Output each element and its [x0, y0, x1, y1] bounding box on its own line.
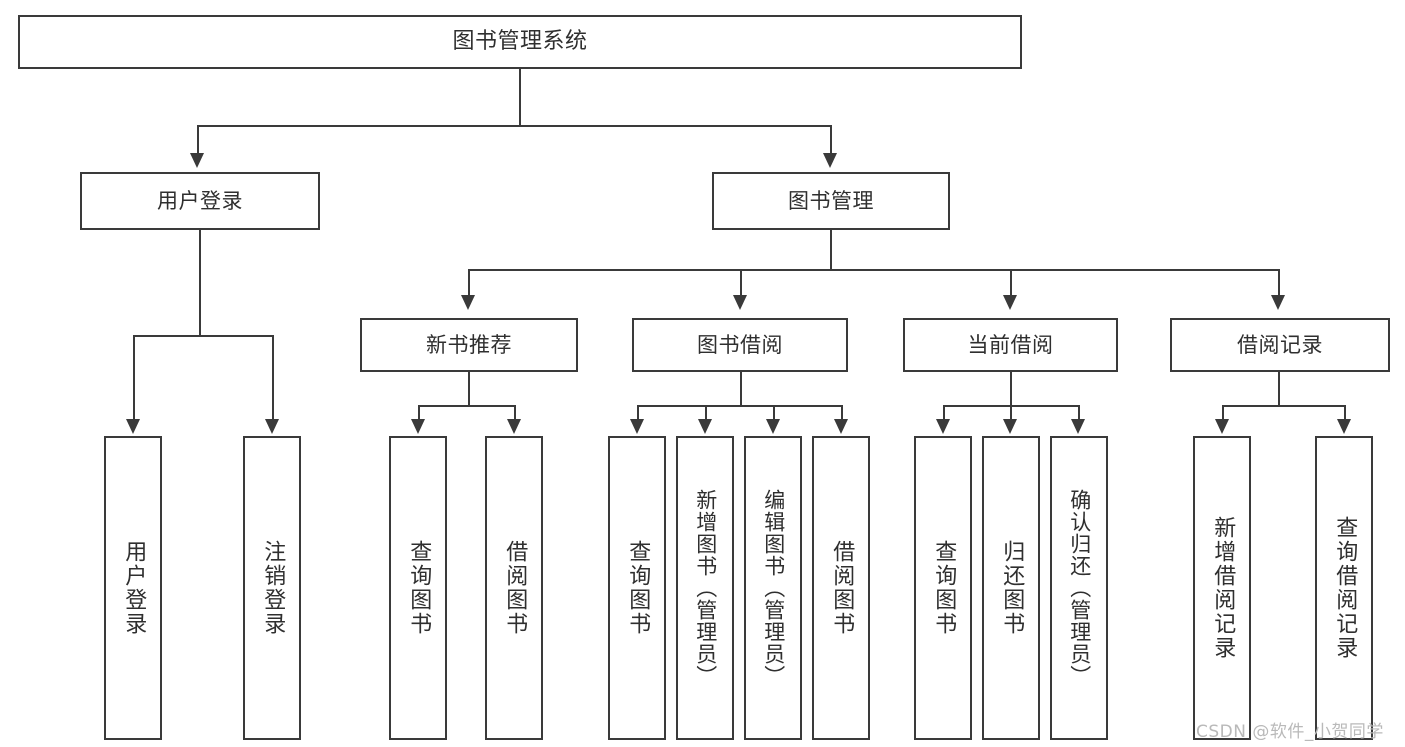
- connector-drop-current-borrow: [1010, 269, 1012, 297]
- connector-drop-book-manage: [830, 125, 832, 155]
- connector-drop-nb-query: [418, 405, 420, 421]
- arrow-new-book: [461, 295, 475, 310]
- leaf-nb-borrow-book[interactable]: 借阅图书: [485, 436, 543, 740]
- node-book-borrow[interactable]: 图书借阅: [632, 318, 848, 372]
- connector-drop-book-borrow: [740, 269, 742, 297]
- arrow-bb-query: [630, 419, 644, 434]
- connector-book-borrow-bus: [637, 405, 841, 407]
- node-label: 借阅记录: [1237, 332, 1323, 357]
- leaf-bb-query-book[interactable]: 查询图书: [608, 436, 666, 740]
- connector-borrow-record-bus: [1222, 405, 1344, 407]
- node-user-login[interactable]: 用户登录: [80, 172, 320, 230]
- connector-drop-cb-query: [943, 405, 945, 421]
- node-label: 编辑图书（管理员）: [761, 489, 786, 687]
- leaf-cb-confirm-return-admin[interactable]: 确认归还（管理员）: [1050, 436, 1108, 740]
- arrow-current-borrow: [1003, 295, 1017, 310]
- node-label: 查询借阅记录: [1332, 516, 1358, 660]
- connector-drop-bb-borrow: [841, 405, 843, 421]
- node-label: 用户登录: [121, 540, 147, 636]
- leaf-cb-query-book[interactable]: 查询图书: [914, 436, 972, 740]
- node-label: 注销登录: [260, 540, 286, 636]
- node-label: 查询图书: [406, 540, 432, 636]
- node-label: 借阅图书: [829, 540, 855, 636]
- leaf-user-login[interactable]: 用户登录: [104, 436, 162, 740]
- node-label: 借阅图书: [502, 540, 528, 636]
- connector-drop-bb-query: [637, 405, 639, 421]
- leaf-bb-add-book-admin[interactable]: 新增图书（管理员）: [676, 436, 734, 740]
- connector-current-borrow-stem: [1010, 372, 1012, 405]
- leaf-br-query-record[interactable]: 查询借阅记录: [1315, 436, 1373, 740]
- node-root-system[interactable]: 图书管理系统: [18, 15, 1022, 69]
- node-label: 图书借阅: [697, 332, 783, 357]
- leaf-logout[interactable]: 注销登录: [243, 436, 301, 740]
- arrow-br-query: [1337, 419, 1351, 434]
- node-label: 图书管理系统: [452, 29, 588, 55]
- arrow-book-borrow: [733, 295, 747, 310]
- node-book-management[interactable]: 图书管理: [712, 172, 950, 230]
- node-label: 新增借阅记录: [1210, 516, 1236, 660]
- connector-drop-br-query: [1344, 405, 1346, 421]
- node-new-book-recommend[interactable]: 新书推荐: [360, 318, 578, 372]
- connector-book-manage-bus: [468, 269, 1278, 271]
- arrow-nb-query: [411, 419, 425, 434]
- arrow-bb-edit: [766, 419, 780, 434]
- connector-root-bus: [197, 125, 830, 127]
- node-label: 当前借阅: [967, 332, 1054, 357]
- connector-borrow-record-stem: [1278, 372, 1280, 405]
- connector-new-book-bus: [418, 405, 515, 407]
- arrow-cb-confirm: [1071, 419, 1085, 434]
- leaf-nb-query-book[interactable]: 查询图书: [389, 436, 447, 740]
- connector-drop-br-add: [1222, 405, 1224, 421]
- arrow-book-manage: [823, 153, 837, 168]
- leaf-bb-edit-book-admin[interactable]: 编辑图书（管理员）: [744, 436, 802, 740]
- node-label: 用户登录: [157, 188, 243, 213]
- node-borrow-record[interactable]: 借阅记录: [1170, 318, 1390, 372]
- node-label: 归还图书: [999, 540, 1025, 636]
- arrow-user-login: [190, 153, 204, 168]
- connector-drop-user-login: [197, 125, 199, 155]
- leaf-bb-borrow-book[interactable]: 借阅图书: [812, 436, 870, 740]
- connector-new-book-stem: [468, 372, 470, 405]
- node-label: 查询图书: [931, 540, 957, 636]
- connector-book-borrow-stem: [740, 372, 742, 405]
- leaf-br-add-record[interactable]: 新增借阅记录: [1193, 436, 1251, 740]
- arrow-cb-query: [936, 419, 950, 434]
- connector-book-manage-stem: [830, 230, 832, 269]
- connector-drop-cb-return: [1010, 405, 1012, 421]
- arrow-leaf-user-login: [126, 419, 140, 434]
- leaf-cb-return-book[interactable]: 归还图书: [982, 436, 1040, 740]
- node-label: 查询图书: [625, 540, 651, 636]
- node-label: 确认归还（管理员）: [1067, 489, 1092, 687]
- connector-drop-leaf-logout: [272, 335, 274, 420]
- connector-drop-bb-add: [705, 405, 707, 421]
- node-label: 新书推荐: [426, 332, 512, 357]
- arrow-bb-add: [698, 419, 712, 434]
- node-label: 新增图书（管理员）: [693, 489, 718, 687]
- arrow-bb-borrow: [834, 419, 848, 434]
- connector-root-stem: [519, 69, 521, 125]
- connector-drop-cb-confirm: [1078, 405, 1080, 421]
- connector-drop-leaf-user-login: [133, 335, 135, 420]
- arrow-leaf-logout: [265, 419, 279, 434]
- connector-drop-nb-borrow: [514, 405, 516, 421]
- connector-drop-borrow-record: [1278, 269, 1280, 297]
- arrow-borrow-record: [1271, 295, 1285, 310]
- arrow-cb-return: [1003, 419, 1017, 434]
- connector-drop-new-book: [468, 269, 470, 297]
- connector-user-login-stem: [199, 230, 201, 335]
- connector-user-login-bus: [133, 335, 272, 337]
- node-current-borrow[interactable]: 当前借阅: [903, 318, 1118, 372]
- node-label: 图书管理: [788, 188, 874, 213]
- arrow-br-add: [1215, 419, 1229, 434]
- connector-drop-bb-edit: [773, 405, 775, 421]
- arrow-nb-borrow: [507, 419, 521, 434]
